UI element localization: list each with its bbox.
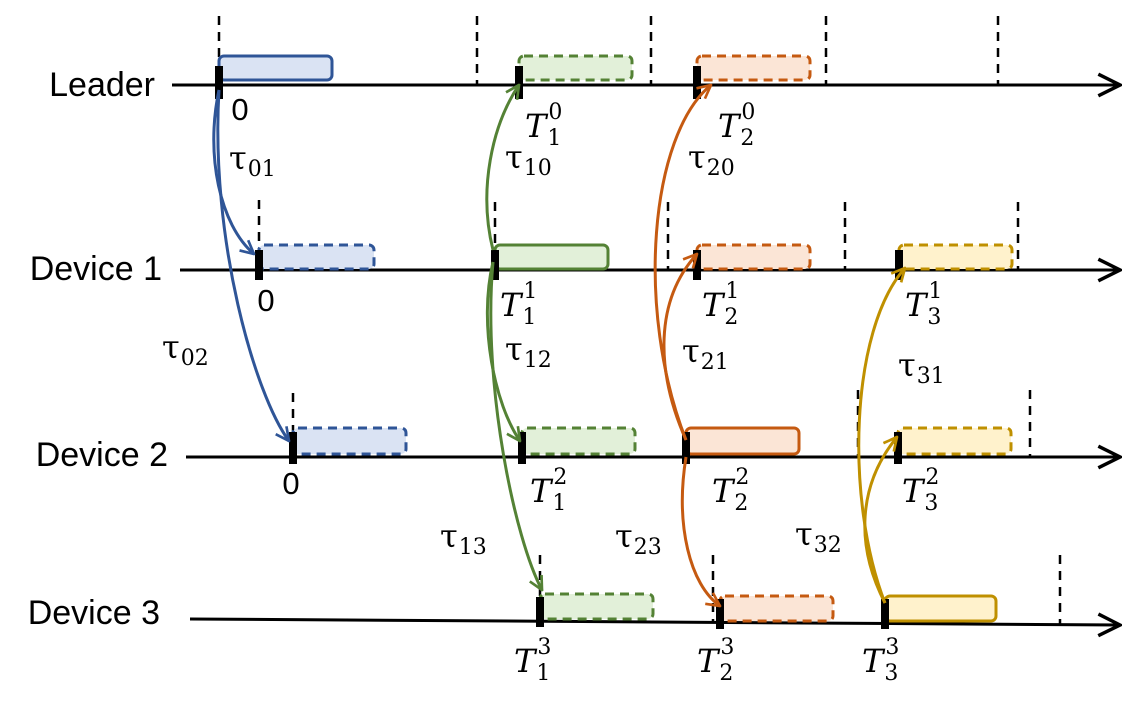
delay-label-tau-01: τ01 [229, 139, 276, 182]
delay-label-tau-13: τ13 [440, 517, 487, 560]
slot-device1-gold-rx [897, 243, 1014, 271]
delay-label-tau-20: τ20 [688, 138, 735, 181]
row-label-device-2: Device 2 [36, 436, 168, 474]
slot-device2-orange-tx [684, 426, 801, 456]
tick-mark [693, 66, 701, 99]
row-label-device-3: Device 3 [28, 594, 160, 632]
arrow-tau-31 [857, 268, 905, 604]
tick-mark [895, 250, 903, 280]
delay-label-tau-02: τ02 [162, 328, 209, 371]
time-label-T2-1: T21 [702, 279, 739, 330]
tick-mark [491, 250, 499, 280]
arrow-tau-13 [489, 261, 542, 590]
tick-mark [536, 597, 544, 627]
arrow-tau-32 [863, 437, 897, 604]
time-label-T2-3: T23 [697, 635, 734, 686]
slot-device1-blue-rx [257, 243, 376, 271]
slot-leader-orange-rx [695, 54, 812, 82]
slot-device3-green-rx [538, 592, 655, 621]
tick-mark [255, 250, 263, 280]
delay-label-tau-23: τ23 [615, 517, 662, 560]
delay-label-tau-12: τ12 [505, 330, 552, 373]
zero-label-leader: 0 [231, 92, 248, 127]
arrow-tau-23 [680, 456, 720, 606]
delay-label-tau-31: τ31 [898, 346, 945, 389]
time-label-T3-3: T33 [862, 635, 899, 686]
delay-labels: τ01 τ02 τ10 τ12 τ13 τ20 τ21 τ23 τ31 τ32 [162, 138, 945, 560]
time-label-T1-1: T11 [500, 279, 537, 330]
slot-device3-gold-tx [883, 594, 998, 623]
zero-label-device-2: 0 [282, 466, 299, 501]
row-label-leader: Leader [49, 66, 155, 104]
arrow-tau-10 [485, 85, 519, 251]
arrow-tau-02 [216, 89, 289, 441]
slot-leader-blue-tx [217, 54, 334, 82]
slot-device2-green-rx [520, 426, 637, 456]
tick-mark [518, 432, 526, 464]
slot-device2-gold-rx [896, 426, 1013, 456]
tick-mark [894, 432, 902, 464]
time-label-T2-2: T22 [712, 465, 749, 516]
timeline-device-3 [189, 619, 1120, 625]
slot-device3-orange-rx [718, 594, 835, 623]
time-label-T1-2: T12 [530, 465, 567, 516]
time-label-T3-1: T31 [905, 279, 942, 330]
tick-mark [215, 66, 223, 99]
tick-mark [289, 432, 297, 464]
tick-mark [716, 599, 724, 629]
slot-device2-blue-rx [291, 426, 408, 456]
delay-label-tau-32: τ32 [795, 515, 842, 558]
time-label-T3-2: T32 [902, 465, 939, 516]
slot-device1-orange-rx [695, 243, 812, 271]
slot-leader-green-rx [517, 54, 634, 82]
tick-mark [515, 66, 523, 99]
propagation-arrows [212, 85, 905, 606]
time-label-T2-0: T20 [718, 100, 755, 151]
arrow-tau-21 [662, 254, 697, 441]
zero-label-device-1: 0 [257, 283, 274, 318]
slots [217, 54, 1014, 623]
delay-label-tau-10: τ10 [505, 138, 552, 181]
tick-mark [682, 432, 690, 464]
slot-device1-green-tx [493, 243, 610, 271]
time-labels: T10 T20 T11 T21 T31 T12 T22 T32 T13 T23 … [500, 100, 942, 686]
delay-label-tau-21: τ21 [682, 332, 729, 375]
row-label-device-1: Device 1 [30, 250, 162, 288]
time-label-T1-0: T10 [525, 100, 562, 151]
tick-mark [881, 599, 889, 629]
time-label-T1-3: T13 [514, 635, 551, 686]
